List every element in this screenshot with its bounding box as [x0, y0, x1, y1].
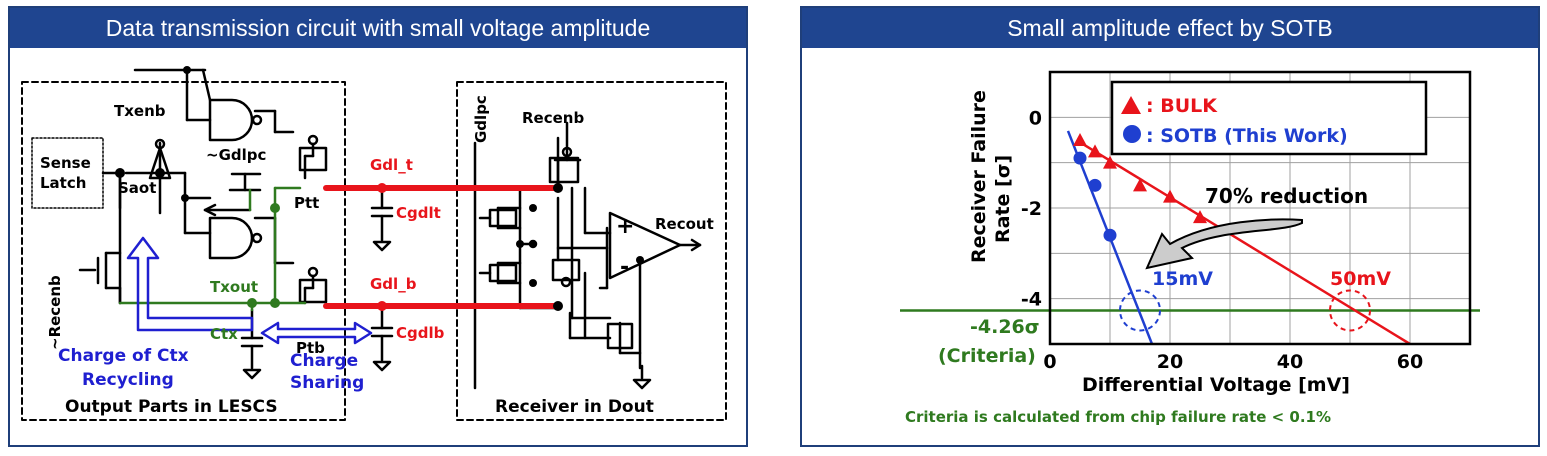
sotb-15mv-circle: [1119, 289, 1161, 332]
output-parts-label: Output Parts in LESCS: [65, 397, 278, 417]
x-tick-label: 40: [1277, 351, 1303, 373]
ptb-label: Ptb: [296, 339, 325, 357]
right-panel-title: Small amplitude effect by SOTB: [802, 8, 1538, 48]
bulk-data-point: [1193, 210, 1207, 224]
x-tick-label: 0: [1043, 351, 1056, 373]
reduction-label: 70% reduction: [1205, 184, 1368, 208]
tail-nmos: [606, 322, 634, 350]
gdl-t-label: Gdl_t: [370, 156, 413, 174]
ctx-label: Ctx: [210, 325, 238, 343]
x-tick-label: 20: [1157, 351, 1183, 373]
x-axis-label: Differential Voltage [mV]: [1082, 374, 1350, 396]
cgdlt-label: Cgdlt: [396, 204, 441, 222]
y-tick-label: 0: [1029, 107, 1042, 129]
reduction-arrow: [1145, 218, 1303, 270]
bulk-data-point: [1088, 144, 1102, 158]
charge-sharing-label-2: Sharing: [290, 373, 364, 393]
ptt-label: Ptt: [294, 194, 319, 212]
sense-label: Sense: [40, 154, 91, 172]
sense-latch-box: [31, 137, 104, 209]
nand-gate-top: [208, 98, 254, 142]
criteria-value-label: -4.26σ: [970, 316, 1040, 338]
receiver-pmos-a: [551, 258, 581, 282]
ptt-transistor: [298, 146, 328, 172]
sharing-arrow: [260, 321, 373, 345]
legend-box: [1110, 80, 1428, 156]
y-tick-label: -4: [1021, 289, 1042, 311]
gdlpc-n-label: ~Gdlpc: [206, 146, 266, 164]
txout-label: Txout: [210, 278, 258, 296]
minus-sign: -: [620, 255, 629, 280]
legend-bulk-marker: [1121, 96, 1141, 114]
pmos-left-1: [488, 208, 518, 228]
footnote: Criteria is calculated from chip failure…: [905, 408, 1331, 426]
bulk-50mv-label: 50mV: [1330, 268, 1391, 290]
failure-rate-chart: 0 20 40 60 0 -2 -4 : BULK : SOTB (This Work) 7…: [900, 70, 1480, 426]
txenb-label: Txenb: [114, 102, 166, 120]
gdl-b-label: Gdl_b: [370, 275, 417, 293]
bulk-data-point: [1133, 178, 1147, 192]
sotb-data-point: [1073, 151, 1087, 165]
charge-ctx-label-2: Recycling: [82, 370, 174, 390]
bulk-data-point: [1103, 155, 1117, 169]
gdlpc-label: Gdlpc: [472, 95, 490, 143]
plus-sign: +: [616, 214, 634, 239]
recenb-pmos: [548, 156, 580, 184]
pmos-left-2: [488, 263, 518, 283]
y-tick-label: -2: [1021, 198, 1042, 220]
legend-sotb-label: : SOTB (This Work): [1146, 125, 1348, 147]
sotb-data-point: [1088, 178, 1102, 192]
recenb-label: Recenb: [522, 109, 584, 127]
bulk-data-point: [1073, 133, 1087, 146]
nand-gate-bottom: [208, 216, 254, 260]
y-axis-label-2: Rate [σ]: [992, 155, 1014, 243]
criteria-label: (Criteria): [938, 345, 1036, 367]
recycling-arrow: [126, 236, 254, 332]
charge-sharing-label-1: Charge: [290, 351, 358, 371]
bulk-fit-line: [1079, 141, 1411, 346]
plot-frame: [1048, 70, 1472, 346]
recenb-n-label: ~Recenb: [46, 275, 64, 350]
sotb-data-point: [1103, 228, 1117, 242]
ptb-transistor: [298, 278, 328, 304]
output-parts-box: [21, 81, 346, 421]
bulk-50mv-circle: [1329, 289, 1371, 332]
comparator: [608, 211, 682, 280]
receiver-in-dout-label: Receiver in Dout: [495, 397, 654, 417]
x-tick-label: 60: [1397, 351, 1423, 373]
charge-ctx-label-1: Charge of Ctx: [58, 346, 189, 366]
left-panel: Data transmission circuit with small vol…: [8, 6, 748, 447]
recout-label: Recout: [655, 215, 714, 233]
y-axis-label-1: Receiver Failure: [968, 90, 990, 263]
legend-bulk-label: : BULK: [1146, 95, 1218, 117]
receiver-box: [456, 81, 727, 421]
sotb-15mv-label: 15mV: [1152, 268, 1213, 290]
saot-label: Saot: [118, 179, 156, 197]
bulk-data-point: [1163, 189, 1177, 203]
cgdlb-label: Cgdlb: [396, 324, 445, 342]
left-panel-title: Data transmission circuit with small vol…: [10, 8, 746, 48]
legend-sotb-marker: [1123, 125, 1141, 143]
latch-label: Latch: [40, 174, 86, 192]
circuit-diagram: Txenb Sense Latch Saot ~Gdlpc Ptt Ptb ~R…: [21, 66, 727, 421]
